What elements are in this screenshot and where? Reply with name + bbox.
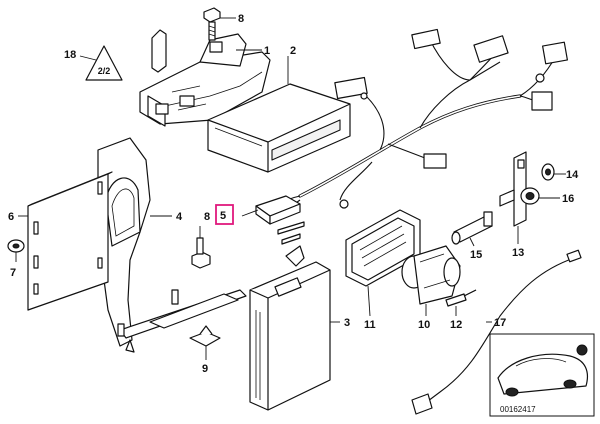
callout-5[interactable]: 5: [220, 210, 226, 222]
part-3-control-unit[interactable]: [249, 245, 331, 411]
callout-4[interactable]: 4: [176, 211, 183, 223]
part-8-bolt-mid[interactable]: [191, 237, 211, 269]
callout-5-highlight: [215, 204, 234, 225]
part-15-switch[interactable]: [451, 211, 493, 245]
wiring-harness[interactable]: [275, 28, 568, 213]
callout-1[interactable]: 1: [264, 45, 270, 57]
callout-16[interactable]: 16: [562, 193, 574, 205]
part-18-warning-label[interactable]: 2/2: [85, 45, 123, 81]
callout-7[interactable]: 7: [10, 267, 16, 279]
part-14-grommet[interactable]: [541, 163, 555, 181]
part-9-clip[interactable]: [189, 325, 221, 347]
callout-13[interactable]: 13: [512, 247, 524, 259]
warning-label-text: 2/2: [98, 66, 111, 76]
part-5-connector[interactable]: [255, 195, 305, 245]
part-11-cover[interactable]: [345, 209, 421, 287]
callout-6[interactable]: 6: [8, 211, 14, 223]
callout-15[interactable]: 15: [470, 249, 482, 261]
callout-10[interactable]: 10: [418, 319, 430, 331]
callout-17[interactable]: 17: [494, 317, 506, 329]
part-2-module[interactable]: [207, 83, 351, 173]
part-10-sensor[interactable]: [401, 245, 461, 305]
part-17-cable[interactable]: [411, 249, 582, 415]
callout-8-top[interactable]: 8: [238, 13, 244, 25]
callout-9[interactable]: 9: [202, 363, 208, 375]
callout-18[interactable]: 18: [64, 49, 76, 61]
callout-3[interactable]: 3: [344, 317, 350, 329]
part-16-grommet[interactable]: [520, 187, 540, 205]
part-7-grommet[interactable]: [7, 239, 25, 253]
part-8-bolt-top[interactable]: [203, 7, 221, 41]
car-thumbnail: 00162417: [489, 333, 595, 417]
callouts: 1 2 3 4 5 6 7 8 8 9 10 11 12 13 14 15 16…: [8, 13, 579, 375]
callout-12[interactable]: 12: [450, 319, 462, 331]
part-4-bracket[interactable]: [97, 137, 247, 353]
callout-8-mid[interactable]: 8: [204, 211, 210, 223]
part-1-bracket[interactable]: [139, 29, 271, 127]
part-6-plate[interactable]: [27, 171, 113, 311]
callout-14[interactable]: 14: [566, 169, 579, 181]
diagram-number: 00162417: [500, 405, 536, 414]
leader-lines: [15, 17, 566, 360]
callout-11[interactable]: 11: [364, 319, 376, 331]
callout-2[interactable]: 2: [290, 45, 296, 57]
part-13-bracket[interactable]: [499, 151, 527, 227]
part-12-screw[interactable]: [445, 289, 477, 307]
